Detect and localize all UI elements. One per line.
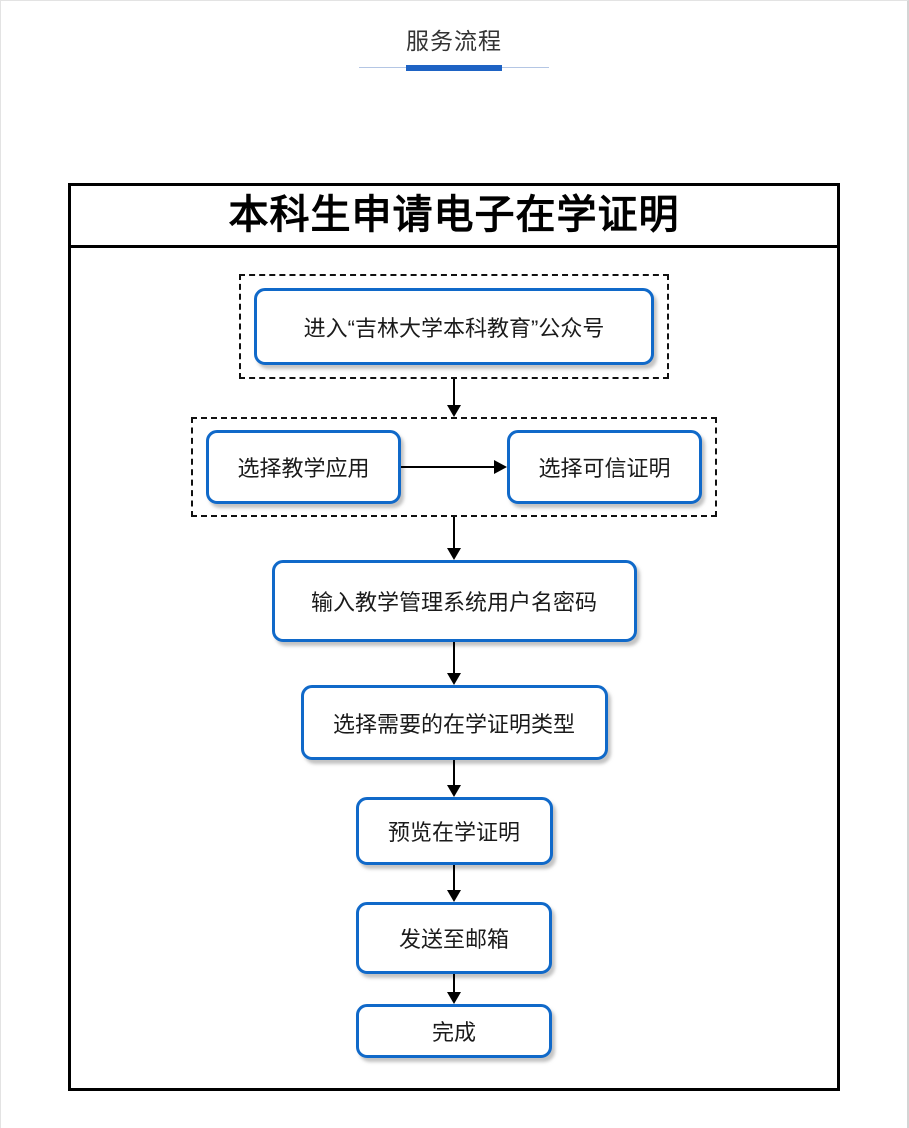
arrow-down-icon [447, 865, 461, 902]
arrow-head [447, 890, 461, 902]
arrow-shaft [401, 466, 494, 468]
flow-node-select-teaching-app: 选择教学应用 [206, 430, 401, 504]
step-group-select: 选择教学应用 选择可信证明 [191, 417, 717, 517]
flow-node-enter-official-account: 进入“吉林大学本科教育”公众号 [254, 288, 654, 365]
step-group-enter-account: 进入“吉林大学本科教育”公众号 [239, 274, 669, 379]
arrow-shaft [453, 379, 455, 405]
flow-node-enter-credentials: 输入教学管理系统用户名密码 [271, 560, 637, 642]
flow-node-select-certificate-type: 选择需要的在学证明类型 [300, 685, 608, 760]
arrow-down-icon [447, 760, 461, 797]
flowchart-body: 进入“吉林大学本科教育”公众号 选择教学应用 选择可信证明 输入教学管理系统用户… [71, 248, 837, 1058]
arrow-shaft [453, 760, 455, 785]
arrow-down-icon [447, 642, 461, 685]
arrow-right-icon [401, 460, 507, 474]
flowchart-frame: 本科生申请电子在学证明 进入“吉林大学本科教育”公众号 选择教学应用 选择可信证… [68, 183, 840, 1091]
arrow-head [447, 548, 461, 560]
tab-underline-bar [406, 65, 502, 71]
flow-node-complete: 完成 [356, 1004, 552, 1058]
tab-label: 服务流程 [406, 28, 502, 54]
arrow-head [447, 992, 461, 1004]
arrow-head [447, 785, 461, 797]
arrow-head [494, 460, 507, 474]
arrow-down-icon [447, 379, 461, 417]
arrow-shaft [453, 974, 455, 992]
arrow-head [447, 405, 461, 417]
tab-service-process[interactable]: 服务流程 [359, 22, 549, 71]
arrow-shaft [453, 865, 455, 890]
flowchart-title: 本科生申请电子在学证明 [71, 186, 837, 248]
flow-node-preview-certificate: 预览在学证明 [355, 797, 553, 865]
arrow-down-icon [447, 974, 461, 1004]
tab-active-indicator [359, 65, 549, 71]
flow-node-send-to-email: 发送至邮箱 [356, 902, 552, 974]
tab-header: 服务流程 [1, 1, 907, 71]
arrow-shaft [453, 642, 455, 673]
arrow-down-icon [447, 517, 461, 560]
arrow-shaft [453, 517, 455, 548]
flow-node-select-trusted-certificate: 选择可信证明 [507, 430, 702, 504]
arrow-head [447, 673, 461, 685]
